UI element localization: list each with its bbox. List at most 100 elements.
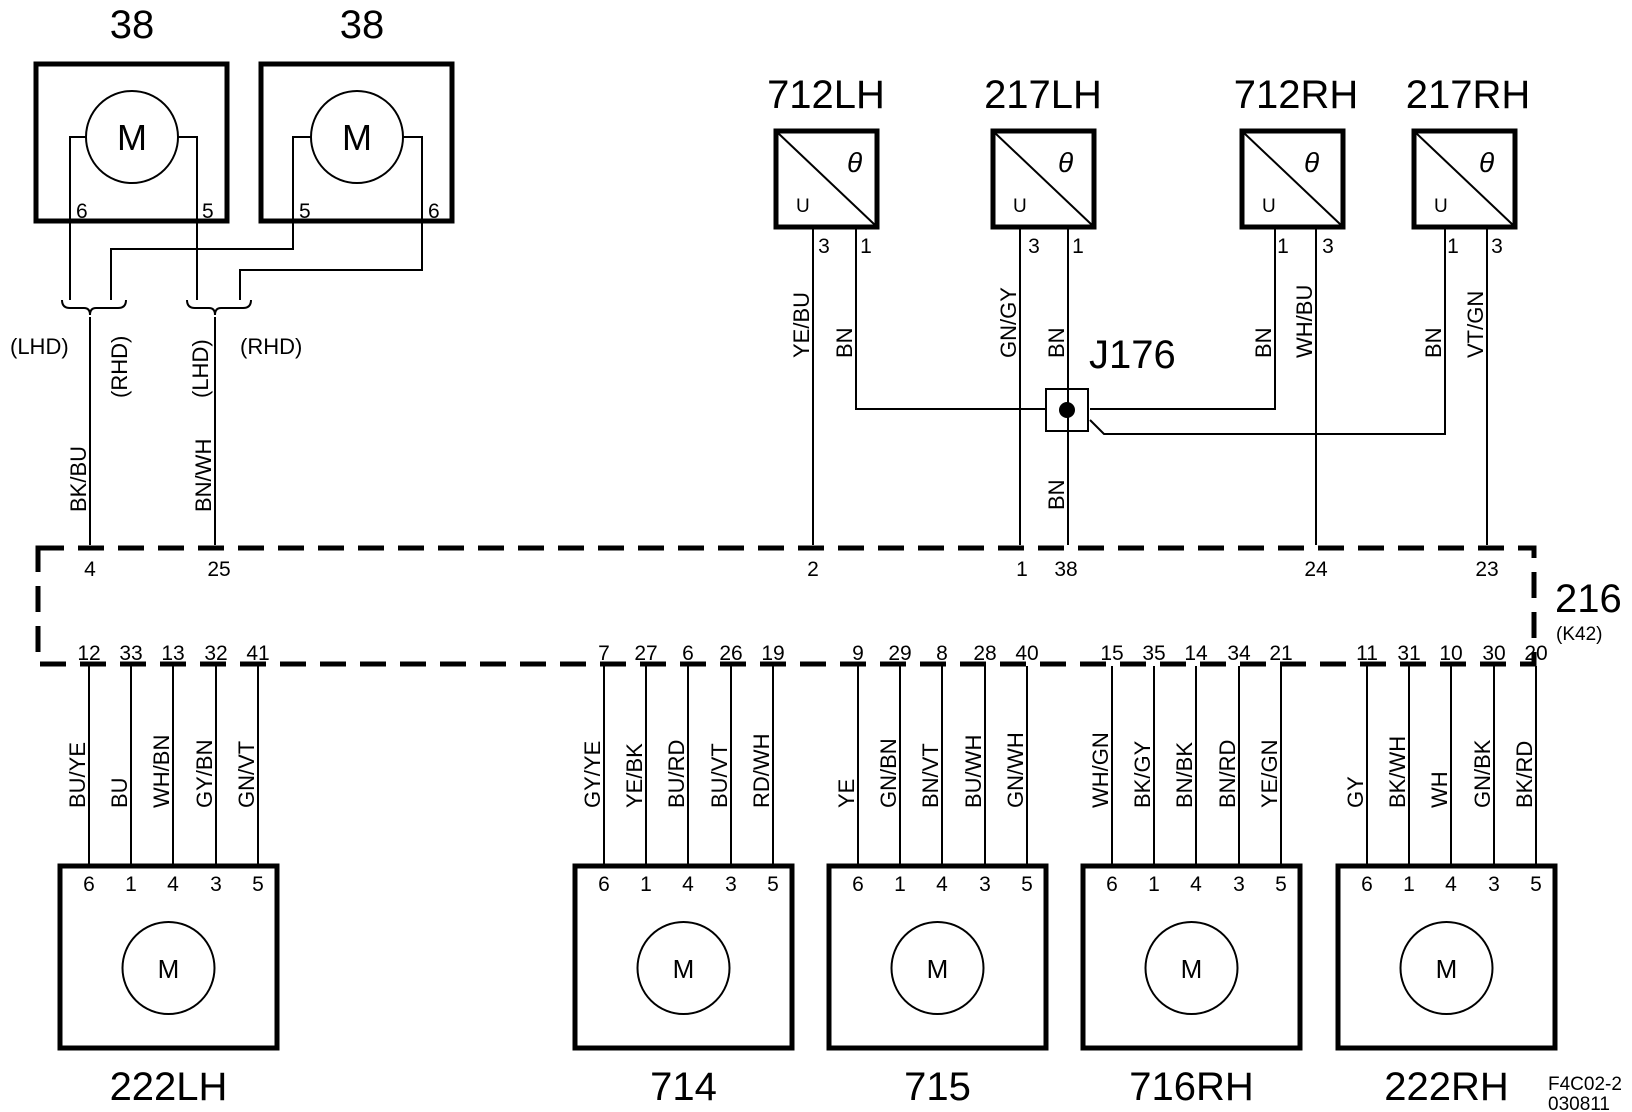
wire-label: BU/RD: [664, 740, 689, 808]
wire-label: YE/BK: [622, 743, 647, 808]
ecu-pin: 12: [77, 642, 100, 665]
wire-label: GY/YE: [580, 741, 605, 808]
sensor-712rh-label: 712RH: [1234, 73, 1359, 117]
wire-label: GY/BN: [192, 740, 217, 808]
actuator-label: 714: [650, 1065, 717, 1109]
connector-pin: 6: [598, 873, 610, 896]
ecu-216-label: 216: [1555, 577, 1622, 621]
wire-label: GN/WH: [1003, 732, 1028, 808]
ecu-pin: 26: [719, 642, 742, 665]
actuator-box: [826, 863, 1049, 1051]
figure-code-line1: F4C02-2: [1548, 1074, 1622, 1095]
sensor-217lh-theta: θ: [1058, 147, 1073, 178]
actuator-716rh: M716RH15WH/GN635BK/GY114BN/BK434BN/RD321…: [1080, 642, 1303, 1109]
motor-38-left-pin-left: 6: [76, 200, 88, 223]
wire-label: YE: [834, 779, 859, 808]
sensor-712lh-wire-b: BN: [832, 327, 857, 358]
motor-circle: [890, 921, 985, 1015]
ecu-pin: 20: [1524, 642, 1547, 665]
actuator-box: [57, 863, 280, 1051]
motor-circle: [1144, 921, 1239, 1015]
wire-label: BN/VT: [918, 743, 943, 808]
sensor-217rh-u: U: [1434, 196, 1448, 217]
junction-wire-label: BN: [1044, 479, 1069, 510]
sensor-712rh-wire-b: WH/BU: [1292, 285, 1317, 358]
connector-pin: 1: [640, 873, 652, 896]
motor-38-left: [33, 61, 230, 300]
connector-pin: 3: [979, 873, 991, 896]
wire-label: GN/VT: [234, 741, 259, 808]
motor-circle: [636, 921, 731, 1015]
rhd-label-2: (RHD): [240, 334, 302, 359]
sensor-217rh-wire-b: VT/GN: [1463, 291, 1488, 358]
connector-pin: 4: [682, 873, 694, 896]
motor-38-left-pin-right: 5: [202, 200, 214, 223]
wire-label: BK/GY: [1130, 740, 1155, 808]
ecu-pin-23: 23: [1475, 558, 1498, 581]
ecu-pin: 27: [634, 642, 657, 665]
actuator-box: [1335, 863, 1558, 1051]
ecu-pin: 8: [936, 642, 948, 665]
actuator-box: [572, 863, 795, 1051]
actuator-box: [1080, 863, 1303, 1051]
sensor-217rh-theta: θ: [1479, 147, 1494, 178]
connector-pin: 1: [125, 873, 137, 896]
connector-pin: 6: [83, 873, 95, 896]
ecu-pin: 6: [682, 642, 694, 665]
sensor-712lh: [773, 128, 1046, 545]
ecu-pin: 31: [1397, 642, 1420, 665]
wire-label: BU/WH: [961, 735, 986, 808]
ecu-pin: 7: [598, 642, 610, 665]
lhd-rhd-braces: [61, 299, 252, 316]
sensor-712rh-pin-a: 1: [1277, 235, 1289, 258]
ecu-pin: 28: [973, 642, 996, 665]
ecu-pin: 10: [1439, 642, 1462, 665]
actuator-714: M7147GY/YE627YE/BK16BU/RD426BU/VT319RD/W…: [572, 642, 795, 1109]
ecu-pin-2: 2: [807, 558, 819, 581]
actuator-label: 222RH: [1384, 1065, 1509, 1109]
wire-label-bk-bu: BK/BU: [66, 446, 91, 512]
actuator-label: 222LH: [110, 1065, 228, 1109]
figure-code-line2: 030811: [1548, 1094, 1610, 1112]
connector-pin: 1: [894, 873, 906, 896]
wire-label-bn-wh: BN/WH: [191, 439, 216, 512]
wire-label: WH: [1427, 771, 1452, 808]
wire-label: BU/VT: [707, 743, 732, 808]
sensor-217lh-pin-b: 1: [1072, 235, 1084, 258]
sensor-217rh-pin-a: 1: [1447, 235, 1459, 258]
ecu-pin: 13: [161, 642, 184, 665]
connector-pin: 4: [1445, 873, 1457, 896]
motor-38-right-label: 38: [340, 3, 385, 47]
ecu-pin: 15: [1100, 642, 1123, 665]
motor-letter: M: [1436, 954, 1458, 984]
connector-pin: 6: [852, 873, 864, 896]
sensor-712rh-wire-a: BN: [1251, 327, 1276, 358]
ecu-pin-25: 25: [207, 558, 230, 581]
ecu-pin: 32: [204, 642, 227, 665]
sensor-217lh: [990, 128, 1097, 545]
motor-letter: M: [158, 954, 180, 984]
ecu-pin-24: 24: [1304, 558, 1328, 581]
connector-pin: 5: [1530, 873, 1542, 896]
ecu-pin: 30: [1482, 642, 1505, 665]
actuator-label: 715: [904, 1065, 971, 1109]
motor-38-right-m: M: [342, 117, 372, 158]
ecu-pin-1: 1: [1016, 558, 1028, 581]
wire-label: BN/BK: [1172, 742, 1197, 808]
connector-pin: 6: [1361, 873, 1373, 896]
ecu-pin-4: 4: [84, 558, 96, 581]
wire-label: BK/RD: [1512, 741, 1537, 808]
lhd-label-1: (LHD): [10, 334, 69, 359]
wire-label: YE/GN: [1257, 740, 1282, 808]
sensor-712lh-u: U: [796, 196, 810, 217]
wire-label: WH/GN: [1088, 732, 1113, 808]
ecu-pin: 14: [1184, 642, 1208, 665]
sensor-712lh-theta: θ: [847, 147, 862, 178]
sensor-217lh-pin-a: 3: [1028, 235, 1040, 258]
connector-pin: 5: [1021, 873, 1033, 896]
motor-38-left-label: 38: [110, 3, 155, 47]
sensor-712rh-pin-b: 3: [1322, 235, 1334, 258]
wire-label: BU: [107, 777, 132, 808]
sensor-712lh-pin-b: 1: [860, 235, 872, 258]
